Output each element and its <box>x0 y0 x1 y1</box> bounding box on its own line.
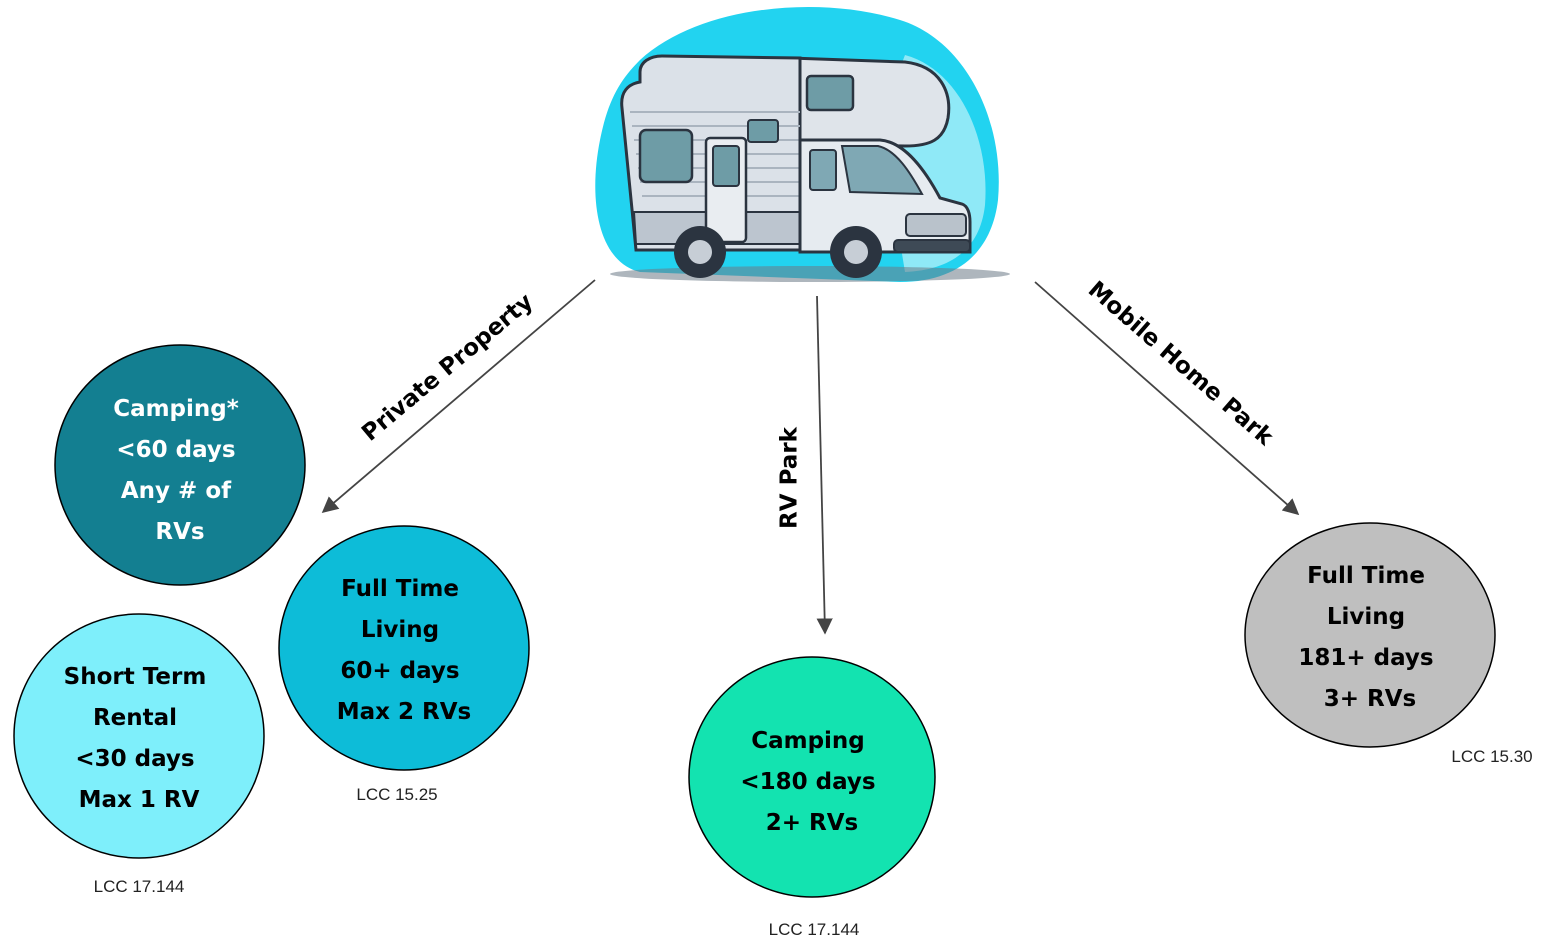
svg-text:Camping* <60 days: Camping* <60 days Any # of RVs <box>113 396 247 545</box>
node-text-line: Living <box>361 617 439 643</box>
rv-window-front <box>805 74 855 112</box>
edge-label-private-property: Private Property <box>357 289 538 447</box>
node-full-time-mobile-home-park: Full Time Living 181+ days 3+ RVs <box>1244 522 1496 748</box>
rv-shadow <box>610 266 1010 282</box>
node-circle <box>54 344 306 586</box>
ref-full-time-private: LCC 15.25 <box>356 785 437 804</box>
rv-window-small <box>747 119 779 143</box>
node-circle <box>13 613 265 859</box>
edge-label-mobile-home-park: Mobile Home Park <box>1083 277 1278 452</box>
ref-short-term-rental: LCC 17.144 <box>94 877 185 896</box>
rv-windshield <box>840 145 924 196</box>
node-circle <box>278 525 530 771</box>
node-circle <box>688 656 936 898</box>
node-text-line: 3+ RVs <box>1324 686 1416 712</box>
node-text-line: <30 days <box>75 746 194 772</box>
node-text-line: 2+ RVs <box>766 810 858 836</box>
arrow-private-property <box>321 279 596 514</box>
node-circle <box>1244 522 1496 748</box>
node-text-line: <60 days <box>116 437 235 463</box>
node-text-line: Camping <box>751 728 865 754</box>
node-text-line: Camping* <box>113 396 239 422</box>
ref-camping-rv-park: LCC 17.144 <box>769 920 860 939</box>
svg-text:Full Time Living 1: Full Time Living 181+ days 3+ RVs <box>1298 563 1441 712</box>
node-text-line: Max 1 RV <box>79 787 200 813</box>
rv-door-window <box>712 145 740 187</box>
node-text-line: 60+ days <box>340 658 459 684</box>
node-text-line: Short Term <box>64 664 207 690</box>
svg-text:Camping <180 days: Camping <180 days 2+ RVs <box>740 728 883 836</box>
rv-wheel-front <box>830 226 882 278</box>
node-text-line: Full Time <box>341 576 459 602</box>
node-text-line: Max 2 RVs <box>337 699 471 725</box>
rv-cab-window <box>809 149 837 191</box>
rv-grille <box>905 213 967 237</box>
rv-bumper <box>893 239 971 253</box>
node-text-line: Full Time <box>1307 563 1425 589</box>
rv-motorhome-icon <box>595 7 1010 282</box>
node-text-line: Rental <box>93 705 177 731</box>
svg-text:Short Term Rental: Short Term Rental <30 days Max 1 RV <box>64 664 215 813</box>
edge-label-rv-park: RV Park <box>777 426 803 529</box>
svg-text:Full Time Living 6: Full Time Living 60+ days Max 2 RVs <box>337 576 471 725</box>
node-camping-private: Camping* <60 days Any # of RVs <box>54 344 306 586</box>
arrow-rv-park <box>816 295 833 635</box>
node-text-line: RVs <box>155 519 204 545</box>
rv-wheel-rear <box>674 226 726 278</box>
node-short-term-rental: Short Term Rental <30 days Max 1 RV <box>13 613 265 859</box>
node-camping-rv-park: Camping <180 days 2+ RVs <box>688 656 936 898</box>
node-full-time-private: Full Time Living 60+ days Max 2 RVs <box>278 525 530 771</box>
rv-window-side <box>638 128 694 184</box>
node-text-line: <180 days <box>740 769 875 795</box>
ref-full-time-mobile-home-park: LCC 15.30 <box>1451 747 1532 766</box>
node-text-line: Living <box>1327 604 1405 630</box>
node-text-line: 181+ days <box>1298 645 1433 671</box>
node-text-line: Any # of <box>121 478 232 504</box>
arrow-mobile-home-park <box>1034 281 1300 516</box>
